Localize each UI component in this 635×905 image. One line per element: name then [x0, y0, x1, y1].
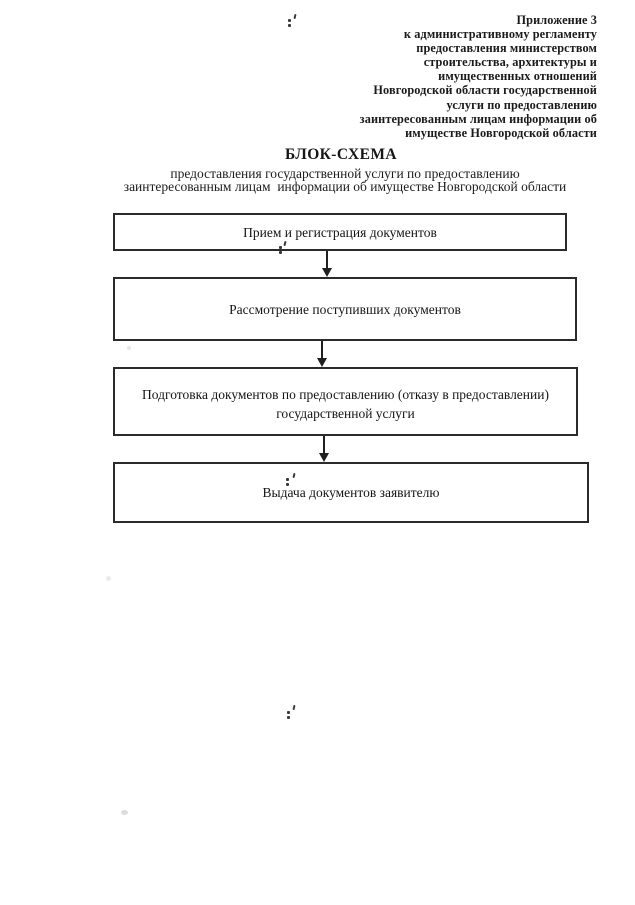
- scan-noise: [121, 810, 128, 815]
- appendix-header: Приложение 3 к административному регламе…: [267, 13, 597, 140]
- document-subtitle: предоставления государственной услуги по…: [50, 166, 635, 194]
- arrow-down-icon: [322, 268, 332, 277]
- flow-step-label: Подготовка документов по предоставлению …: [142, 387, 549, 402]
- flow-step-issuance: Выдача документов заявителю: [113, 462, 589, 523]
- arrow-down-connector: [326, 251, 328, 270]
- appendix-line: Новгородской области государственной: [373, 83, 597, 98]
- flow-step-label: государственной услуги: [276, 406, 415, 421]
- scan-noise: [127, 346, 131, 350]
- scan-noise: [106, 576, 111, 581]
- subtitle-line: заинтересованным лицам информации об иму…: [123, 178, 567, 194]
- flow-step-label: Прием и регистрация документов: [243, 224, 437, 240]
- flow-step-review: Рассмотрение поступивших документов: [113, 277, 577, 341]
- flow-step-reception: Прием и регистрация документов: [113, 213, 567, 251]
- appendix-line: к административному регламенту: [403, 27, 597, 42]
- appendix-line: предоставления министерством: [416, 41, 597, 56]
- appendix-line: имуществе Новгородской области: [405, 125, 597, 140]
- arrow-down-icon: [317, 358, 327, 367]
- appendix-line: имущественных отношений: [438, 69, 597, 84]
- appendix-line: услуги по предоставлению: [446, 97, 597, 112]
- appendix-line: строительства, архитектуры и: [423, 55, 597, 70]
- arrow-down-connector: [321, 341, 323, 360]
- arrow-down-connector: [323, 436, 325, 455]
- flow-step-label: Выдача документов заявителю: [262, 485, 440, 500]
- appendix-line: Приложение 3: [516, 13, 597, 27]
- arrow-down-icon: [319, 453, 329, 462]
- document-title: БЛОК-СХЕМА: [284, 146, 397, 163]
- flow-step-preparation: Подготовка документов по предоставлению …: [113, 367, 578, 436]
- appendix-line: заинтересованным лицам информации об: [359, 111, 597, 126]
- flow-step-label: Рассмотрение поступивших документов: [229, 301, 461, 317]
- subtitle-line: предоставления государственной услуги по…: [170, 166, 520, 181]
